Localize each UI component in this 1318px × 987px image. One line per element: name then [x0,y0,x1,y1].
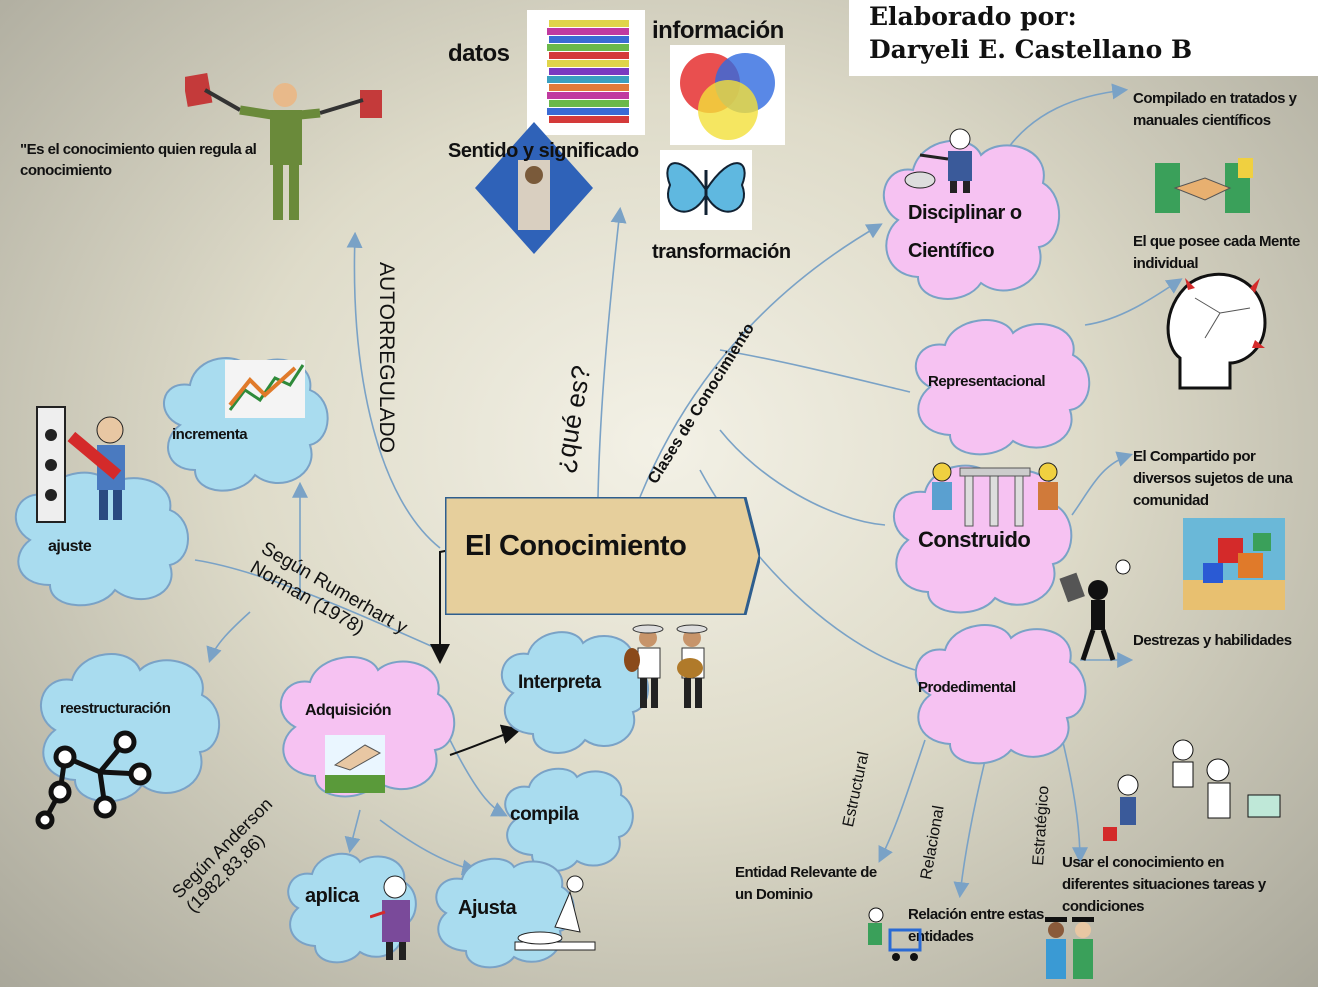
ajusta-label: Ajusta [458,897,517,919]
teacher-icon [370,875,410,960]
regulation-quote: "Es el conocimiento quien regula al cono… [20,141,257,179]
usar-text: Usar el conocimiento en diferentes situa… [1062,854,1266,915]
entidad-text: Entidad Relevante de un Dominio [735,864,877,903]
credit-line-1: Elaborado por: [869,2,1077,31]
cientifico-label: Científico [908,240,995,262]
representacional-label: Representacional [928,373,1046,390]
posee-text: El que posee cada Mente individual [1133,233,1300,272]
ajuste-label: ajuste [48,538,92,555]
graduates-icon [1045,917,1094,979]
juggler-icon [1059,559,1131,661]
construido-label: Construido [918,527,1031,552]
edge-rumerhart [194,559,441,651]
growth-chart-icon [225,360,305,418]
procedimental-label: Prodedimental [918,679,1016,696]
datos-label: datos [448,40,510,67]
builders-arch-icon [932,462,1058,527]
interpreta-label: Interpreta [518,672,601,693]
massage-icon [514,875,596,951]
edge-representacional-out [1084,278,1183,326]
diamond-arrows-icon [475,122,593,254]
edge-clases [639,223,883,498]
money-handshake-icon [1155,158,1253,213]
edge-adquisicion-interpreta [449,724,522,756]
workers-icon [1103,739,1281,841]
edge-disciplinar-out [999,83,1129,161]
central-label: El Conocimiento [465,530,687,562]
author-credit: Elaborado por: Daryeli E. Castellano B [849,0,1318,76]
sentido-label: Sentido y significado [448,140,639,162]
adjusting-man-icon [36,406,125,523]
cloud-representacional [914,319,1091,456]
edge-autorregulado [346,231,441,549]
edge-estructural [878,739,926,863]
cloud-compila [504,767,634,873]
informacion-label: información [652,17,784,44]
shopping-cart-icon [868,907,922,961]
edge-construido-out [1071,451,1134,516]
edge-ajusta [379,819,479,876]
edge-compila [449,739,508,817]
destrezas-text: Destrezas y habilidades [1133,632,1292,649]
central-node [445,497,760,615]
book-stack-icon [527,10,645,135]
edge-estrategico [1059,729,1088,864]
edge-que-es [597,206,627,498]
aplica-label: aplica [305,885,359,907]
venn-diagram-icon [670,45,785,145]
relacion-text: Relación entre estas entidades [908,906,1044,945]
compartido-text: El Compartido por diversos sujetos de un… [1133,448,1293,509]
cloud-procedimental [914,624,1087,765]
cloud-interpreta [500,631,649,754]
credit-line-2: Daryeli E. Castellano B [869,35,1193,64]
incrementa-label: incrementa [172,426,248,443]
handshake-icon [325,735,385,793]
transformacion-label: transformación [652,241,791,263]
reestructuracion-label: reestructuración [60,700,171,717]
blocks-icon [1183,518,1285,610]
disciplinar-label: Disciplinar o [908,202,1022,224]
edge-construido [719,429,886,526]
adquisicion-label: Adquisición [305,702,392,719]
musicians-icon [624,624,708,708]
scientist-icon [904,128,972,193]
butterfly-icon [660,150,752,230]
molecule-icon [35,730,152,830]
cloud-adquisicion [279,656,456,798]
edge-aplica [344,809,361,854]
edge-rumerhart-down [206,611,251,664]
compila-label: compila [510,804,579,825]
flag-signaler-illustration [185,72,382,220]
compilado-text: Compilado en tratados y manuales científ… [1133,90,1297,129]
head-profile-icon [1166,272,1267,390]
autorregulado-label: AUTORREGULADO [375,262,398,453]
edge-representacional [719,349,911,393]
